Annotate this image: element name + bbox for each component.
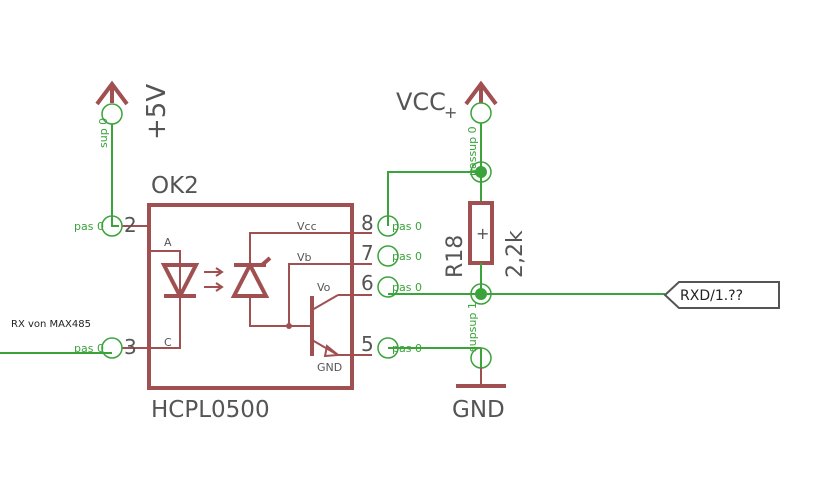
pin-number-2: 2 <box>124 213 137 237</box>
net-label-rxd-text: RXD/1.?? <box>680 288 743 304</box>
rx-note: RX von MAX485 <box>11 319 91 330</box>
supply-vcc-mark: + <box>444 103 457 122</box>
resistor-name: R18 <box>443 235 468 278</box>
pin-label-c: C <box>164 336 172 349</box>
supply-gnd-pintype: supsup 1 <box>466 302 479 352</box>
resistor-value: 2,2k <box>503 230 528 278</box>
pin2-type: pas 0 <box>74 220 104 233</box>
junction-rxd <box>475 288 487 300</box>
pin6-type: pas 0 <box>392 281 422 294</box>
pin3-type: pas 0 <box>74 342 104 355</box>
pin-connectors: pas 0 pas 0 pas 0 pas 0 pas 0 pas 0 <box>74 215 422 359</box>
supply-gnd: supsup 1 GND <box>388 302 506 423</box>
pin-number-8: 8 <box>361 211 374 235</box>
pin-number-7: 7 <box>361 241 374 265</box>
supply-vcc: VCC + passup 0 <box>396 80 498 176</box>
supply-plus5v-pintype: sup 0 <box>97 118 110 148</box>
photodiode-symbol <box>230 232 372 327</box>
component-value: HCPL0500 <box>151 397 270 423</box>
pin8-type: pas 0 <box>392 220 422 233</box>
net-pin8 <box>387 171 481 226</box>
resistor-plus: + <box>476 224 489 243</box>
net-plus5v <box>111 124 119 227</box>
supply-plus5v-label: +5V <box>142 84 172 140</box>
optocoupler-ok2: OK2 HCPL0500 A C Vcc <box>122 173 374 423</box>
supply-gnd-label: GND <box>452 397 505 423</box>
pin-number-6: 6 <box>361 271 374 295</box>
supply-plus5v: +5V sup 0 <box>95 80 172 148</box>
pin-label-vo: Vo <box>317 281 331 294</box>
resistor-r18: + R18 2,2k <box>443 201 528 278</box>
net-label-rxd: RXD/1.?? <box>663 281 780 309</box>
pin7-type: pas 0 <box>392 250 422 263</box>
component-name: OK2 <box>151 173 199 199</box>
led-symbol <box>160 251 200 348</box>
pin-label-vcc: Vcc <box>297 220 317 233</box>
transistor-symbol <box>286 263 372 358</box>
pin-number-3: 3 <box>124 335 137 359</box>
light-arrows-icon <box>204 267 224 292</box>
pin-number-5: 5 <box>361 332 374 356</box>
pin-label-gnd: GND <box>317 361 342 374</box>
supply-vcc-label: VCC <box>396 88 446 116</box>
junction-vcc <box>475 166 487 178</box>
pin-label-a: A <box>164 236 172 249</box>
pin-label-vb: Vb <box>297 251 312 264</box>
